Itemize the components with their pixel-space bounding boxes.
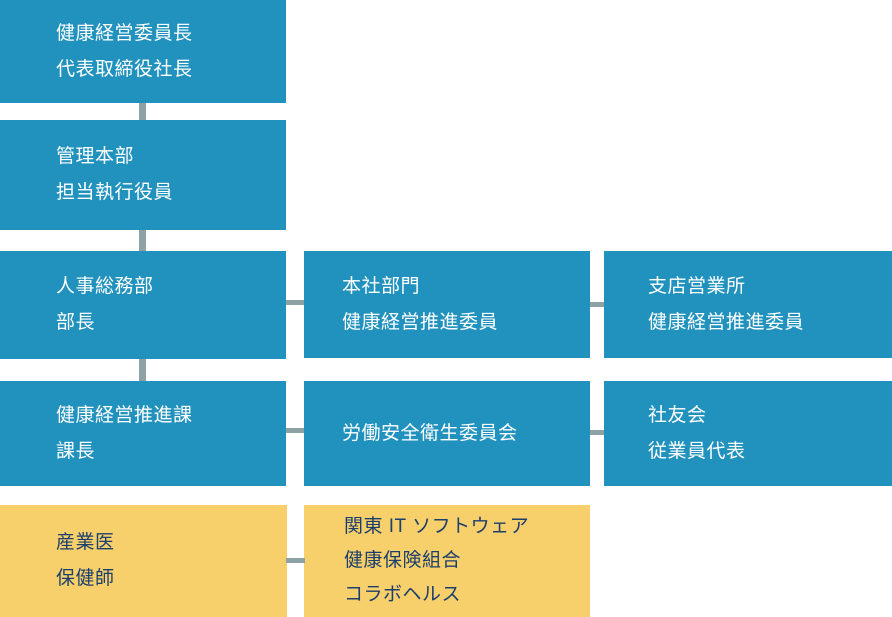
connector-hr-dept-promo-section [139,359,146,381]
org-box-line: 労働安全衛生委員会 [342,422,518,444]
org-box-occupational-physician: 産業医 保健師 [0,505,287,617]
connector-head-office-branch-office [590,302,604,307]
org-box-line: 健康経営推進課 [56,404,193,426]
org-box-line: 保健師 [56,568,115,589]
connector-hr-dept-head-office [286,300,304,305]
org-box-chairman: 健康経営委員長 代表取締役社長 [0,0,286,103]
org-box-promo-section: 健康経営推進課 課長 [0,381,286,486]
org-box-line: 健康保険組合 [344,550,462,571]
org-box-line: 従業員代表 [648,440,746,462]
connector-safety-committee-employee-assoc [590,430,604,435]
org-box-line: 健康経営推進委員 [648,311,805,333]
org-box-line: 健康経営推進委員 [342,311,499,333]
connector-admin-hq-hr-dept [139,230,146,251]
org-box-line: 部長 [56,312,96,333]
org-box-line: 関東 IT ソフトウェア [344,516,530,537]
org-box-line: 管理本部 [56,146,135,167]
org-box-line: 本社部門 [342,275,421,297]
org-box-line: 支店営業所 [648,275,746,297]
org-box-hr-dept: 人事総務部 部長 [0,251,286,359]
org-box-line: 社友会 [648,404,707,426]
org-box-branch-office-committee: 支店営業所 健康経営推進委員 [604,251,892,358]
org-box-kanto-it-health-insurance: 関東 IT ソフトウェア 健康保険組合 コラボヘルス [304,505,590,617]
connector-chairman-admin-hq [139,103,146,120]
org-box-line: 担当執行役員 [56,182,174,203]
org-box-safety-committee: 労働安全衛生委員会 [304,381,590,486]
org-box-head-office-committee: 本社部門 健康経営推進委員 [304,251,590,358]
org-box-admin-hq: 管理本部 担当執行役員 [0,120,286,230]
org-box-line: 代表取締役社長 [56,58,193,80]
org-box-line: 健康経営委員長 [56,22,193,44]
connector-promo-section-safety-committee [286,428,304,433]
org-box-line: 産業医 [56,532,115,553]
org-box-employee-association: 社友会 従業員代表 [604,381,892,486]
org-box-line: 課長 [56,440,96,462]
connector-physician-kanto-it [286,558,305,563]
org-box-line: 人事総務部 [56,276,154,297]
org-box-line: コラボヘルス [344,584,462,605]
